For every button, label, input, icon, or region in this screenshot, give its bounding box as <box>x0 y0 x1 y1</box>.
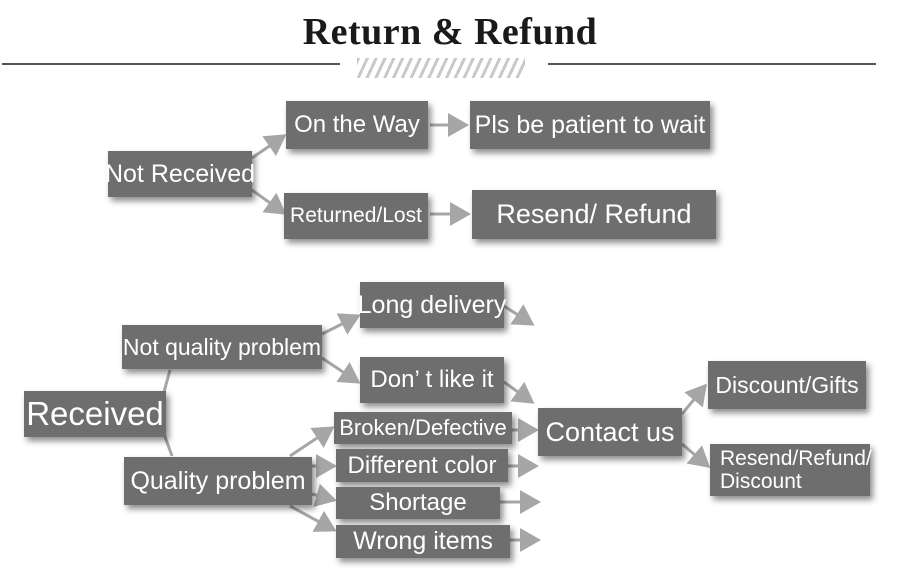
node-resend-refund-discount-line1: Resend/Refund/ <box>720 447 872 470</box>
node-dont-like-it: Don’ t like it <box>360 357 504 403</box>
node-not-received: Not Received <box>105 151 255 197</box>
arrow-not-received-to-on-the-way <box>251 134 287 160</box>
node-shortage: Shortage <box>336 487 500 519</box>
node-resend-refund-discount-line2: Discount <box>720 470 802 493</box>
arrow-quality-to-broken <box>289 426 335 458</box>
node-different-color: Different color <box>336 449 508 482</box>
node-not-quality-problem: Not quality problem <box>122 325 322 369</box>
node-broken-defective: Broken/Defective <box>334 412 512 444</box>
node-on-the-way: On the Way <box>286 101 428 149</box>
title-divider-right <box>548 63 876 65</box>
page-title: Return & Refund <box>302 11 598 53</box>
node-quality-problem: Quality problem <box>124 457 312 505</box>
node-resend-refund-discount: Resend/Refund/ Discount <box>710 444 872 496</box>
arrow-contact-to-discount <box>680 383 707 415</box>
node-contact-us: Contact us <box>538 408 682 456</box>
node-wrong-items: Wrong items <box>336 525 510 558</box>
node-returned-lost: Returned/Lost <box>284 193 428 239</box>
title-decoration-stripes <box>357 58 525 78</box>
line-received-to-not-quality <box>162 369 172 393</box>
line-received-to-quality <box>162 433 174 457</box>
arrow-dont-like-to-contact <box>503 380 535 404</box>
arrow-not-quality-to-dont-like <box>321 356 361 384</box>
node-long-delivery: Long delivery <box>358 282 506 328</box>
title-divider-left <box>2 63 340 65</box>
node-pls-be-patient: Pls be patient to wait <box>470 101 710 149</box>
node-received: Received <box>24 391 166 437</box>
arrow-long-delivery-out <box>503 304 535 326</box>
arrow-not-quality-to-long-delivery <box>321 313 361 336</box>
node-resend-refund: Resend/ Refund <box>472 190 716 239</box>
arrow-quality-to-shortage <box>311 483 337 507</box>
arrow-not-received-to-returned-lost <box>251 188 287 215</box>
node-discount-gifts: Discount/Gifts <box>708 361 866 409</box>
arrow-contact-to-resend-discount <box>681 442 711 468</box>
arrow-quality-to-wrong <box>289 504 337 532</box>
